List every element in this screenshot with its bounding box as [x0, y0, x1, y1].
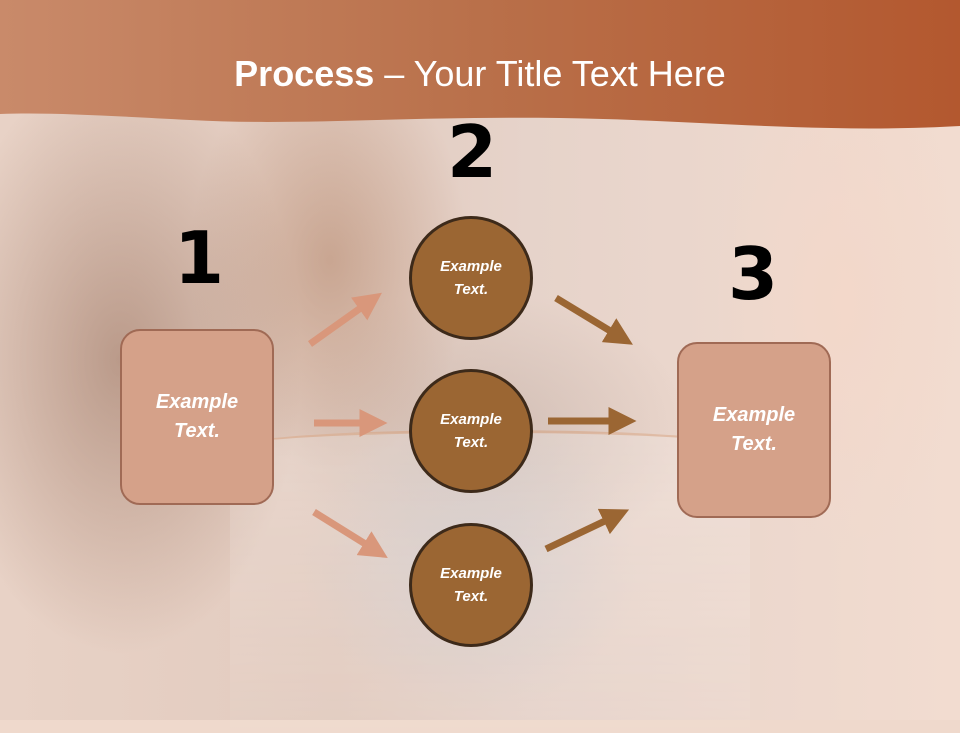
- title-rest-part: – Your Title Text Here: [374, 53, 726, 94]
- arrow-top-to-3: [554, 295, 633, 345]
- step1-box: Example Text.: [120, 329, 274, 505]
- step2-circle-top: Example Text.: [409, 216, 533, 340]
- arrow-1-to-bottom: [312, 509, 388, 558]
- step3-box: Example Text.: [677, 342, 831, 518]
- arrow-bottom-to-3: [544, 508, 630, 553]
- slide-title: Process – Your Title Text Here: [0, 52, 960, 96]
- title-bold-part: Process: [234, 53, 375, 94]
- step2-circle-bottom: Example Text.: [409, 523, 533, 647]
- step-number-3: 3: [727, 232, 779, 316]
- step2-circle-middle: Example Text.: [409, 369, 533, 493]
- step-number-1: 1: [173, 216, 225, 300]
- arrow-1-to-top: [307, 292, 382, 347]
- step-number-2: 2: [446, 110, 498, 194]
- title-banner: [0, 0, 960, 140]
